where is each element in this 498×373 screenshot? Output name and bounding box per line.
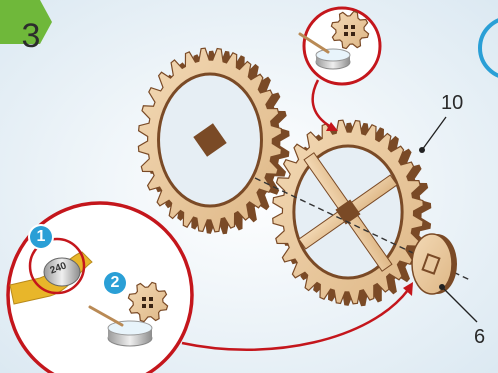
small-gear-hole xyxy=(142,304,146,308)
step-number: 3 xyxy=(10,14,52,58)
small-gear-hole xyxy=(351,32,355,36)
leader-dot-part-10 xyxy=(419,147,425,153)
small-gear-hole xyxy=(149,297,153,301)
leader-dot-part-6 xyxy=(439,284,445,290)
small-gear-hole xyxy=(149,304,153,308)
small-gear-hole xyxy=(344,32,348,36)
part-label-10: 10 xyxy=(441,92,463,115)
callout-badge-1: 1 xyxy=(30,226,52,248)
small-gear-hole xyxy=(344,25,348,29)
small-gear-hole xyxy=(351,25,355,29)
ring-part-6 xyxy=(412,234,457,294)
small-gear-hole xyxy=(142,297,146,301)
part-label-6: 6 xyxy=(474,326,485,349)
callout-badge-2: 2 xyxy=(104,272,126,294)
glue-cup-icon-2 xyxy=(108,321,152,335)
